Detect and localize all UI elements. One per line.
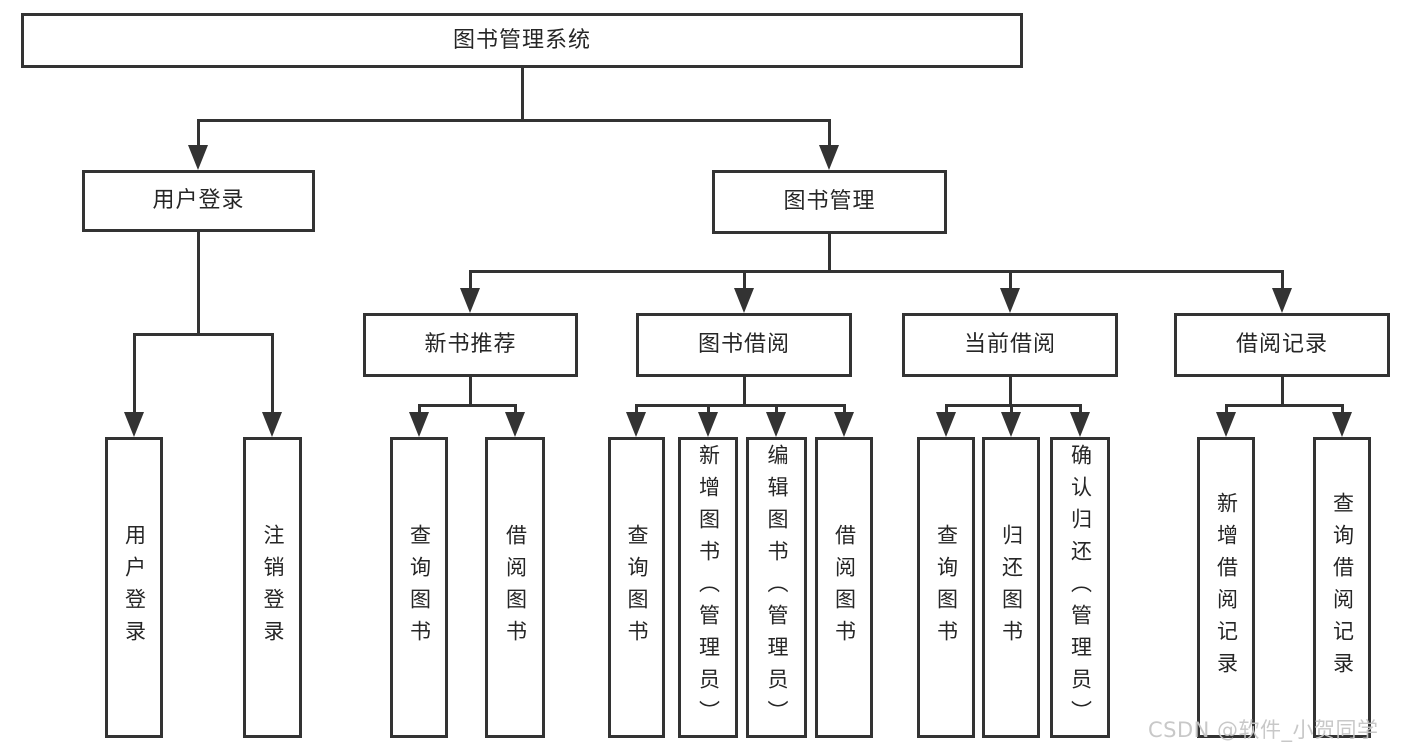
arrow-down-icon	[409, 412, 429, 437]
connector-stem	[742, 271, 746, 291]
connector-stem	[417, 405, 421, 416]
connector-stem	[513, 405, 517, 416]
node-label: 借阅图书	[832, 523, 857, 652]
connector-stem	[196, 120, 200, 148]
leaf-add-borrow-record: 新增借阅记录	[1197, 437, 1255, 738]
node-label: 查询借阅记录	[1330, 491, 1355, 684]
csdn-watermark: CSDN @软件_小贺同学	[1148, 718, 1379, 742]
connector-trunk	[468, 377, 472, 405]
leaf-search-borrow-record: 查询借阅记录	[1313, 437, 1371, 738]
node-label: 新增借阅记录	[1214, 491, 1239, 684]
node-label: 查询图书	[934, 523, 959, 652]
node-label: 查询图书	[407, 523, 432, 652]
connector-stem	[1078, 405, 1082, 416]
leaf-edit-books-admin: 编辑图书（管理员）	[746, 437, 807, 738]
node-book-management: 图书管理	[712, 170, 947, 234]
node-user-login: 用户登录	[82, 170, 315, 232]
node-label: 用户登录	[122, 523, 147, 652]
connector-stem	[706, 405, 710, 416]
node-label: 归还图书	[999, 523, 1024, 652]
connector-stem	[468, 271, 472, 291]
arrow-down-icon	[1070, 412, 1090, 437]
leaf-return-books: 归还图书	[982, 437, 1040, 738]
connector-rail	[944, 403, 1082, 407]
connector-book-management-trunk	[827, 234, 831, 272]
arrow-down-icon	[262, 412, 282, 437]
arrow-down-icon	[766, 412, 786, 437]
connector-stem	[1009, 405, 1013, 416]
leaf-search-books: 查询图书	[390, 437, 448, 738]
node-label: 当前借阅	[963, 332, 1056, 357]
leaf-borrow-books-2: 借阅图书	[815, 437, 873, 738]
arrow-down-icon	[124, 412, 144, 437]
connector-rail	[634, 403, 846, 407]
connector-stem	[634, 405, 638, 416]
connector-trunk	[742, 377, 746, 405]
arrow-down-icon	[819, 145, 839, 170]
arrow-down-icon	[936, 412, 956, 437]
node-label: 借阅图书	[503, 523, 528, 652]
connector-user-login-trunk	[196, 232, 200, 334]
node-label: 新增图书（管理员）	[696, 443, 721, 732]
connector-level2-rail	[468, 269, 1284, 273]
leaf-logout: 注销登录	[243, 437, 302, 738]
leaf-confirm-return-admin: 确认归还（管理员）	[1050, 437, 1110, 738]
connector-stem	[1280, 271, 1284, 291]
node-label: 编辑图书（管理员）	[765, 443, 789, 732]
node-borrowing-records: 借阅记录	[1174, 313, 1390, 377]
connector-stem	[842, 405, 846, 416]
connector-level1-rail	[196, 118, 831, 122]
leaf-add-books-admin: 新增图书（管理员）	[678, 437, 738, 738]
connector-stem	[1340, 405, 1344, 416]
node-label: 借阅记录	[1235, 332, 1328, 357]
connector-stem	[774, 405, 778, 416]
node-label: 用户登录	[152, 188, 245, 213]
node-library-management-system: 图书管理系统	[21, 13, 1023, 68]
connector-trunk	[1008, 377, 1012, 405]
connector-stem	[944, 405, 948, 416]
arrow-down-icon	[626, 412, 646, 437]
arrow-down-icon	[734, 288, 754, 313]
arrow-down-icon	[460, 288, 480, 313]
arrow-down-icon	[1272, 288, 1292, 313]
arrow-down-icon	[1000, 288, 1020, 313]
leaf-search-books-3: 查询图书	[917, 437, 975, 738]
connector-stem	[132, 334, 136, 416]
node-book-borrowing: 图书借阅	[636, 313, 852, 377]
arrow-down-icon	[505, 412, 525, 437]
node-current-borrowing: 当前借阅	[902, 313, 1118, 377]
leaf-borrow-books: 借阅图书	[485, 437, 545, 738]
node-label: 确认归还（管理员）	[1068, 443, 1093, 732]
node-label: 图书管理系统	[452, 27, 591, 53]
connector-trunk	[1280, 377, 1284, 405]
node-label: 新书推荐	[424, 332, 517, 357]
arrow-down-icon	[188, 145, 208, 170]
node-label: 图书借阅	[697, 332, 790, 357]
connector-stem	[270, 334, 274, 416]
node-label: 注销登录	[261, 523, 285, 652]
arrow-down-icon	[1001, 412, 1021, 437]
arrow-down-icon	[698, 412, 718, 437]
connector-stem	[827, 120, 831, 148]
connector-root-trunk	[520, 68, 524, 120]
node-label: 图书管理	[783, 189, 876, 214]
connector-stem	[1008, 271, 1012, 291]
arrow-down-icon	[1216, 412, 1236, 437]
node-new-book-recommendation: 新书推荐	[363, 313, 578, 377]
connector-rail	[1224, 403, 1344, 407]
connector-rail	[417, 403, 517, 407]
arrow-down-icon	[1332, 412, 1352, 437]
node-label: 查询图书	[625, 523, 649, 652]
connector-user-login-rail	[132, 332, 274, 336]
leaf-search-books-2: 查询图书	[608, 437, 665, 738]
connector-stem	[1224, 405, 1228, 416]
arrow-down-icon	[834, 412, 854, 437]
leaf-user-login: 用户登录	[105, 437, 163, 738]
